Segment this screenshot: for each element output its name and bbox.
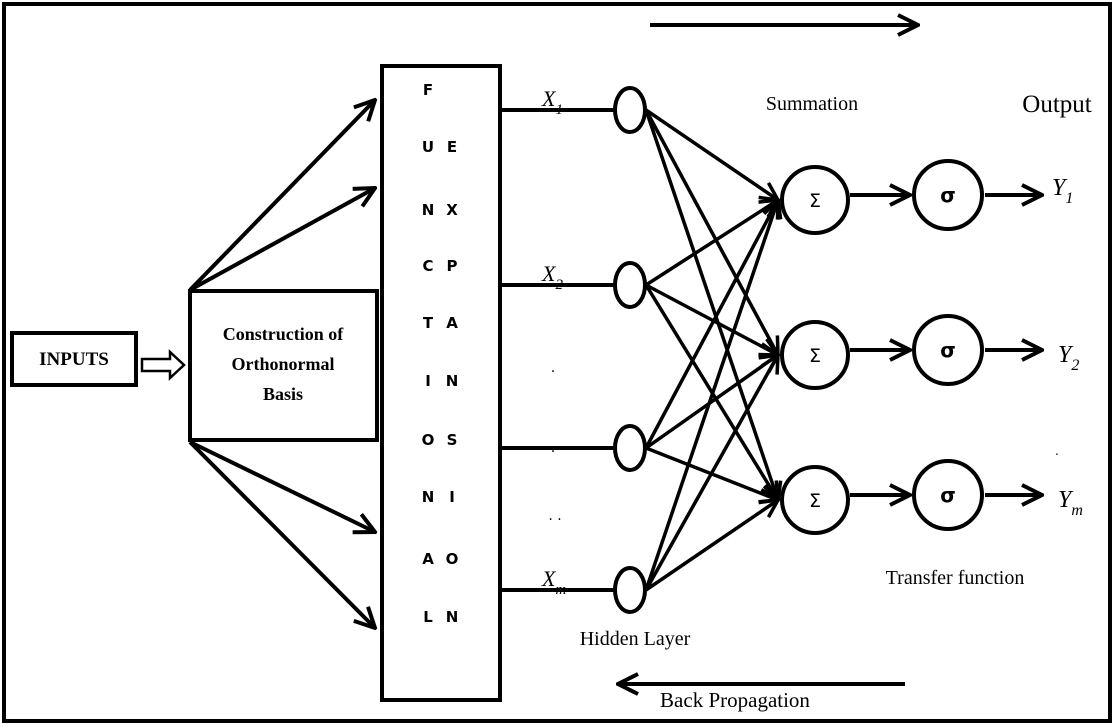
letter-left: O	[422, 431, 435, 449]
sigma-node	[912, 314, 984, 386]
hidden-node	[613, 424, 647, 472]
letter-left: N	[422, 488, 435, 506]
summation-node	[780, 165, 850, 235]
construction-box	[188, 289, 379, 442]
letter-left: L	[423, 608, 433, 626]
construction-line-1: Construction of	[223, 324, 345, 344]
sum-symbol: Σ	[809, 345, 821, 367]
hidden-input-label: Xm	[541, 566, 566, 598]
weight-connection	[644, 355, 778, 450]
sigma-symbol: σ	[940, 183, 956, 207]
letter-left: U	[422, 138, 434, 156]
output-label: Output	[1022, 91, 1092, 118]
letter-left: A	[422, 550, 434, 568]
weight-connection	[644, 200, 778, 591]
ellipsis-mark: .	[551, 440, 555, 456]
hidden-node	[613, 261, 647, 309]
construction-line-2: Orthonormal	[232, 354, 335, 374]
hidden-to-summation-connections	[644, 108, 778, 592]
back-propagation-label: Back Propagation	[660, 688, 810, 712]
letter-left: F	[423, 81, 433, 99]
letter-right: A	[446, 314, 458, 332]
hollow-arrow-icon	[140, 349, 186, 381]
output-label-y: Ym	[1058, 487, 1083, 519]
letter-left: C	[422, 257, 433, 275]
sum-symbol: Σ	[809, 190, 821, 212]
inputs-label: INPUTS	[39, 349, 109, 370]
hidden-node	[613, 566, 647, 614]
weight-connection	[645, 283, 778, 355]
weight-connection	[645, 108, 778, 200]
letter-left: T	[423, 314, 434, 332]
construction-line-3: Basis	[263, 384, 303, 404]
transfer-function-label: Transfer function	[886, 567, 1025, 589]
weight-connection	[645, 500, 778, 592]
output-label-y: Y2	[1058, 342, 1079, 374]
letter-right: N	[446, 608, 459, 626]
sigma-symbol: σ	[940, 483, 956, 507]
hidden-input-label: X2	[541, 261, 563, 293]
hidden-input-label: X1	[541, 86, 563, 118]
summation-node	[780, 465, 850, 535]
summation-label: Summation	[766, 93, 858, 115]
output-dot: .	[1055, 444, 1059, 458]
letter-left: I	[425, 372, 431, 390]
sigma-node	[912, 459, 984, 531]
weight-connection	[644, 200, 778, 449]
weight-connection	[644, 355, 778, 591]
letter-right: I	[449, 488, 455, 506]
summation-node	[780, 320, 850, 390]
letter-right: O	[446, 550, 459, 568]
sigma-node	[912, 159, 984, 231]
letter-right: X	[446, 201, 458, 219]
ellipsis-mark: . .	[548, 508, 561, 524]
inputs-box	[10, 331, 138, 387]
letter-left: N	[422, 201, 435, 219]
hidden-node	[613, 86, 647, 134]
output-label-y: Y1	[1052, 175, 1073, 207]
functional-expansion-box	[380, 64, 502, 702]
weight-connection	[645, 200, 778, 287]
letter-right: N	[446, 372, 459, 390]
sigma-symbol: σ	[940, 338, 956, 362]
ellipsis-mark: .	[551, 360, 555, 376]
letter-right: S	[447, 431, 458, 449]
hidden-layer-label: Hidden Layer	[580, 628, 691, 650]
letter-right: E	[447, 138, 457, 156]
sum-symbol: Σ	[809, 490, 821, 512]
weight-connection	[644, 109, 778, 355]
letter-right: P	[447, 257, 458, 275]
weight-connection	[644, 109, 778, 500]
basis-arrows	[188, 100, 375, 628]
